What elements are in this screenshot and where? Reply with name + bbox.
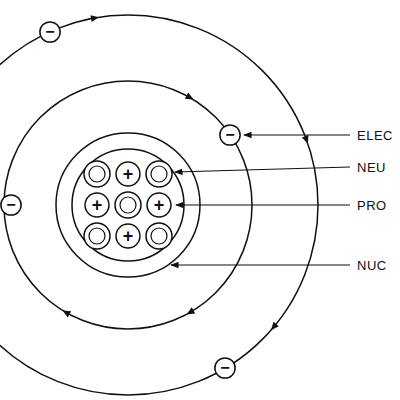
minus-sign: − bbox=[225, 127, 234, 143]
proton-circle: + bbox=[84, 192, 110, 218]
electron-circle: − bbox=[214, 357, 236, 379]
orbit-arrow bbox=[90, 14, 99, 22]
electron-circle: − bbox=[39, 21, 61, 43]
minus-sign: − bbox=[45, 24, 54, 40]
plus-sign: + bbox=[123, 227, 134, 245]
orbit-arrow bbox=[61, 307, 71, 317]
part-label: ELEC bbox=[356, 128, 394, 143]
nucleus-core bbox=[72, 149, 184, 261]
leader-line bbox=[176, 204, 350, 205]
neutron bbox=[146, 223, 172, 249]
orbit-arrow bbox=[268, 322, 279, 333]
plus-sign: + bbox=[92, 196, 103, 214]
orbit-arrow bbox=[185, 307, 195, 317]
electron-circle: − bbox=[219, 124, 241, 146]
proton-circle: + bbox=[146, 192, 172, 218]
neutron bbox=[84, 223, 110, 249]
neutron-group bbox=[84, 161, 172, 249]
leader-line bbox=[171, 264, 350, 265]
electron-circle: − bbox=[0, 194, 22, 216]
minus-sign: − bbox=[6, 197, 15, 213]
neutron bbox=[115, 192, 141, 218]
part-label: NEU bbox=[356, 160, 387, 175]
leader-line bbox=[175, 167, 350, 172]
proton-circle: + bbox=[115, 161, 141, 187]
neutron bbox=[84, 161, 110, 187]
orbit-arrow bbox=[302, 135, 311, 145]
orbit-arrow bbox=[185, 93, 195, 103]
part-label: NUC bbox=[356, 258, 388, 273]
orbit-arrows bbox=[0, 14, 311, 333]
neutron bbox=[146, 161, 172, 187]
plus-sign: + bbox=[123, 165, 134, 183]
part-label: PRO bbox=[356, 198, 388, 213]
proton-circle: + bbox=[115, 223, 141, 249]
leader-line bbox=[244, 134, 350, 135]
minus-sign: − bbox=[220, 360, 229, 376]
plus-sign: + bbox=[154, 196, 165, 214]
